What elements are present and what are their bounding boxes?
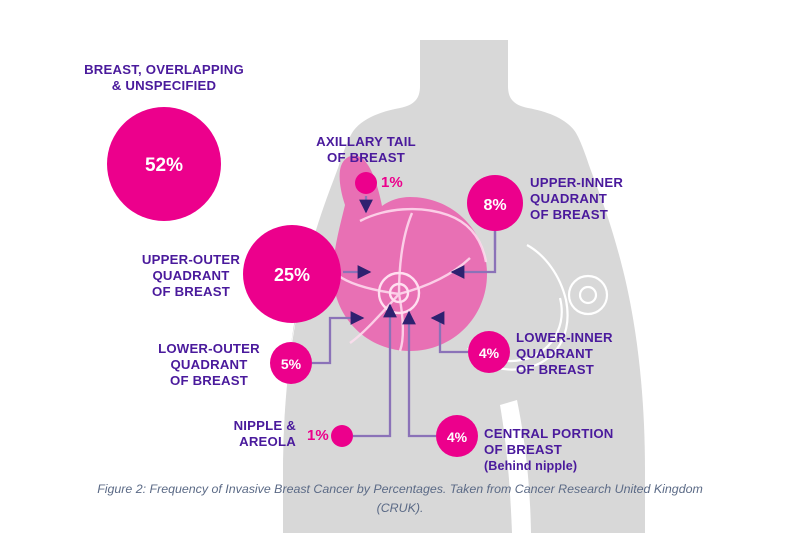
label-upper-inner: UPPER-INNER QUADRANT OF BREAST: [530, 175, 624, 222]
value-upper-inner: 8%: [483, 197, 506, 214]
label-breast-overlapping: BREAST, OVERLAPPING & UNSPECIFIED: [84, 62, 244, 93]
label-central-portion-sub: (Behind nipple): [484, 459, 578, 473]
bubble-lower-inner: [468, 331, 510, 373]
label-central-portion-main: CENTRAL PORTION OF BREAST: [484, 426, 614, 457]
bubble-axillary-tail: [355, 172, 377, 194]
bubble-central-portion: [436, 415, 478, 457]
label-central-portion: CENTRAL PORTION OF BREAST (Behind nipple…: [484, 410, 654, 474]
value-axillary-tail: 1%: [381, 174, 403, 191]
bubble-upper-inner: [467, 175, 523, 231]
label-nipple-areola: NIPPLE & AREOLA: [233, 418, 296, 449]
value-upper-outer: 25%: [274, 265, 310, 285]
value-lower-outer: 5%: [281, 356, 302, 372]
value-lower-inner: 4%: [479, 345, 500, 361]
bubble-upper-outer: [243, 225, 341, 323]
leg-gap: [500, 400, 531, 533]
figure-caption: Figure 2: Frequency of Invasive Breast C…: [97, 482, 703, 515]
label-upper-outer: UPPER-OUTER QUADRANT OF BREAST: [141, 252, 241, 299]
label-lower-outer: LOWER-OUTER QUADRANT OF BREAST: [158, 341, 260, 388]
value-central-portion: 4%: [447, 429, 468, 445]
value-nipple-areola: 1%: [307, 427, 329, 444]
bubble-breast-overlapping: [107, 107, 221, 221]
bubble-nipple-areola: [331, 425, 353, 447]
label-axillary-tail: AXILLARY TAIL OF BREAST: [316, 134, 416, 165]
connector-lines: [312, 196, 497, 438]
value-breast-overlapping: 52%: [145, 155, 183, 176]
bubble-lower-outer: [270, 342, 312, 384]
value-bubbles: [107, 107, 523, 457]
label-lower-inner: LOWER-INNER QUADRANT OF BREAST: [516, 330, 613, 377]
